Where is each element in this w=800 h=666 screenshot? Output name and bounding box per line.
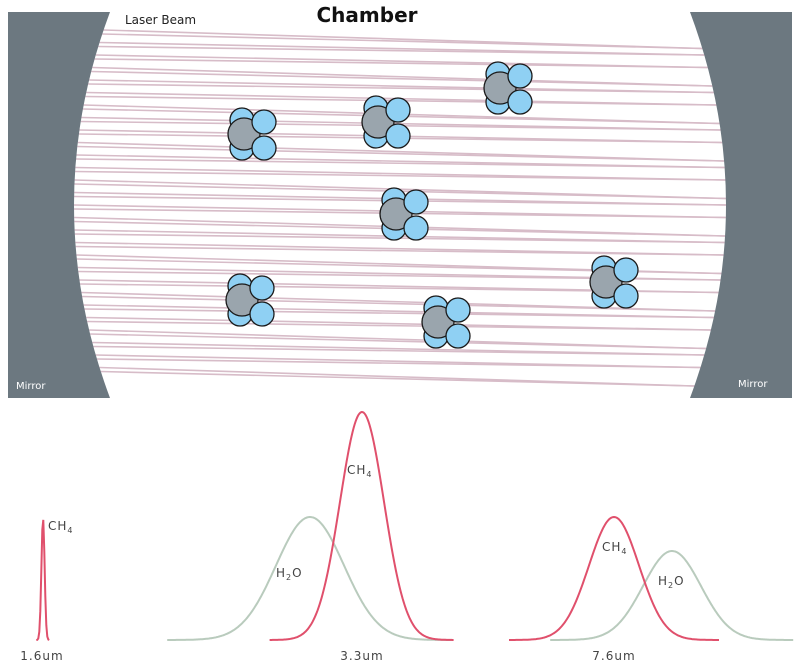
right-mirror xyxy=(690,12,792,398)
peak-label-ch4: CH4 xyxy=(347,463,373,479)
laser-beam-path xyxy=(94,58,708,69)
laser-beam-path xyxy=(91,70,713,87)
laser-beam-path xyxy=(84,308,714,319)
laser-beam-label: Laser Beam xyxy=(125,13,196,27)
absorption-spectrum xyxy=(36,410,794,641)
methane-molecule xyxy=(483,61,533,115)
methane-molecule xyxy=(589,255,639,309)
methane-molecule xyxy=(225,273,275,327)
h2o-peak-3-3um xyxy=(167,516,453,641)
laser-beam-path xyxy=(100,370,695,387)
methane-molecule xyxy=(421,295,471,349)
peak-label-h2o: H2O xyxy=(658,574,685,590)
ch4-peak-7-6um xyxy=(509,515,719,641)
chamber-title: Chamber xyxy=(317,3,418,27)
laser-beam-path xyxy=(98,45,705,56)
laser-beam-path xyxy=(90,333,707,350)
h2o-peak-7-6um xyxy=(550,550,794,641)
laser-beam-path xyxy=(93,345,705,356)
peak-label-ch4: CH4 xyxy=(602,540,628,556)
laser-beam-path xyxy=(82,295,716,312)
axis-label-7-6um: 7.6um xyxy=(592,649,635,663)
laser-beam-path xyxy=(102,33,703,50)
methane-molecule xyxy=(379,187,429,241)
left-mirror xyxy=(8,12,110,398)
laser-beam-path xyxy=(75,245,724,256)
laser-beam-path xyxy=(87,320,711,331)
left-mirror-label: Mirror xyxy=(16,381,46,392)
peak-label-ch4: CH4 xyxy=(48,519,74,535)
laser-beam-path xyxy=(76,158,725,169)
laser-beam-path xyxy=(75,170,726,181)
laser-beam-path xyxy=(77,145,725,162)
methane-molecule xyxy=(227,107,277,161)
right-mirror-label: Mirror xyxy=(738,379,768,390)
ch4-peak-3-3um xyxy=(269,410,454,641)
axis-label-3-3um: 3.3um xyxy=(340,649,383,663)
ch4-peak-1-6um xyxy=(36,519,50,641)
methane-molecules xyxy=(225,61,639,349)
methane-molecule xyxy=(361,95,411,149)
axis-label-1-6um: 1.6um xyxy=(20,649,63,663)
laser-beam-path xyxy=(88,83,714,94)
laser-beam-path xyxy=(96,358,701,369)
peak-label-h2o: H2O xyxy=(276,566,303,582)
